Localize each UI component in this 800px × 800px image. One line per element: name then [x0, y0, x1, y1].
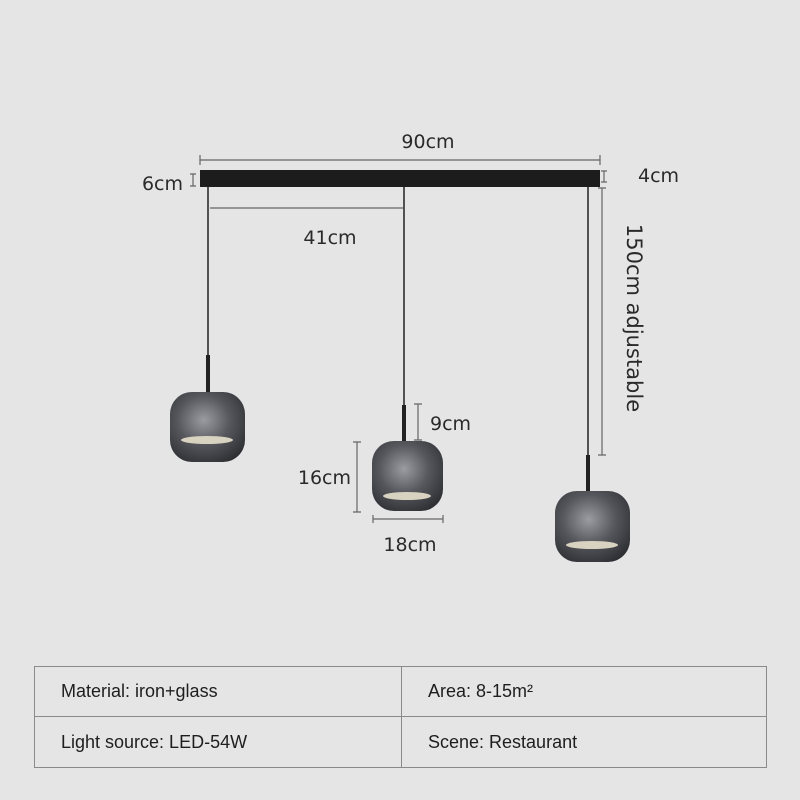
spec-light-source: Light source: LED-54W	[35, 717, 402, 767]
canopy-depth-label: 6cm	[142, 173, 183, 195]
canopy-bar	[200, 170, 600, 187]
shade-height-label: 16cm	[298, 467, 351, 489]
neck-height-label: 9cm	[430, 413, 471, 435]
lamp-shade-left	[170, 392, 245, 462]
cable-length-label: 150cm adjustable	[622, 224, 646, 412]
shade-width-label: 18cm	[383, 534, 436, 556]
lamp-shade-right	[555, 491, 630, 562]
spec-table: Material: iron+glass Area: 8-15m² Light …	[34, 666, 767, 768]
spec-scene: Scene: Restaurant	[428, 731, 578, 752]
lamp-shade-middle	[372, 441, 443, 511]
spec-area: Area: 8-15m²	[402, 667, 766, 717]
spec-material: Material: iron+glass	[35, 667, 402, 717]
total-length-label: 90cm	[401, 131, 454, 153]
canopy-height-label: 4cm	[638, 165, 679, 187]
lamp-spacing-label: 41cm	[303, 227, 356, 249]
